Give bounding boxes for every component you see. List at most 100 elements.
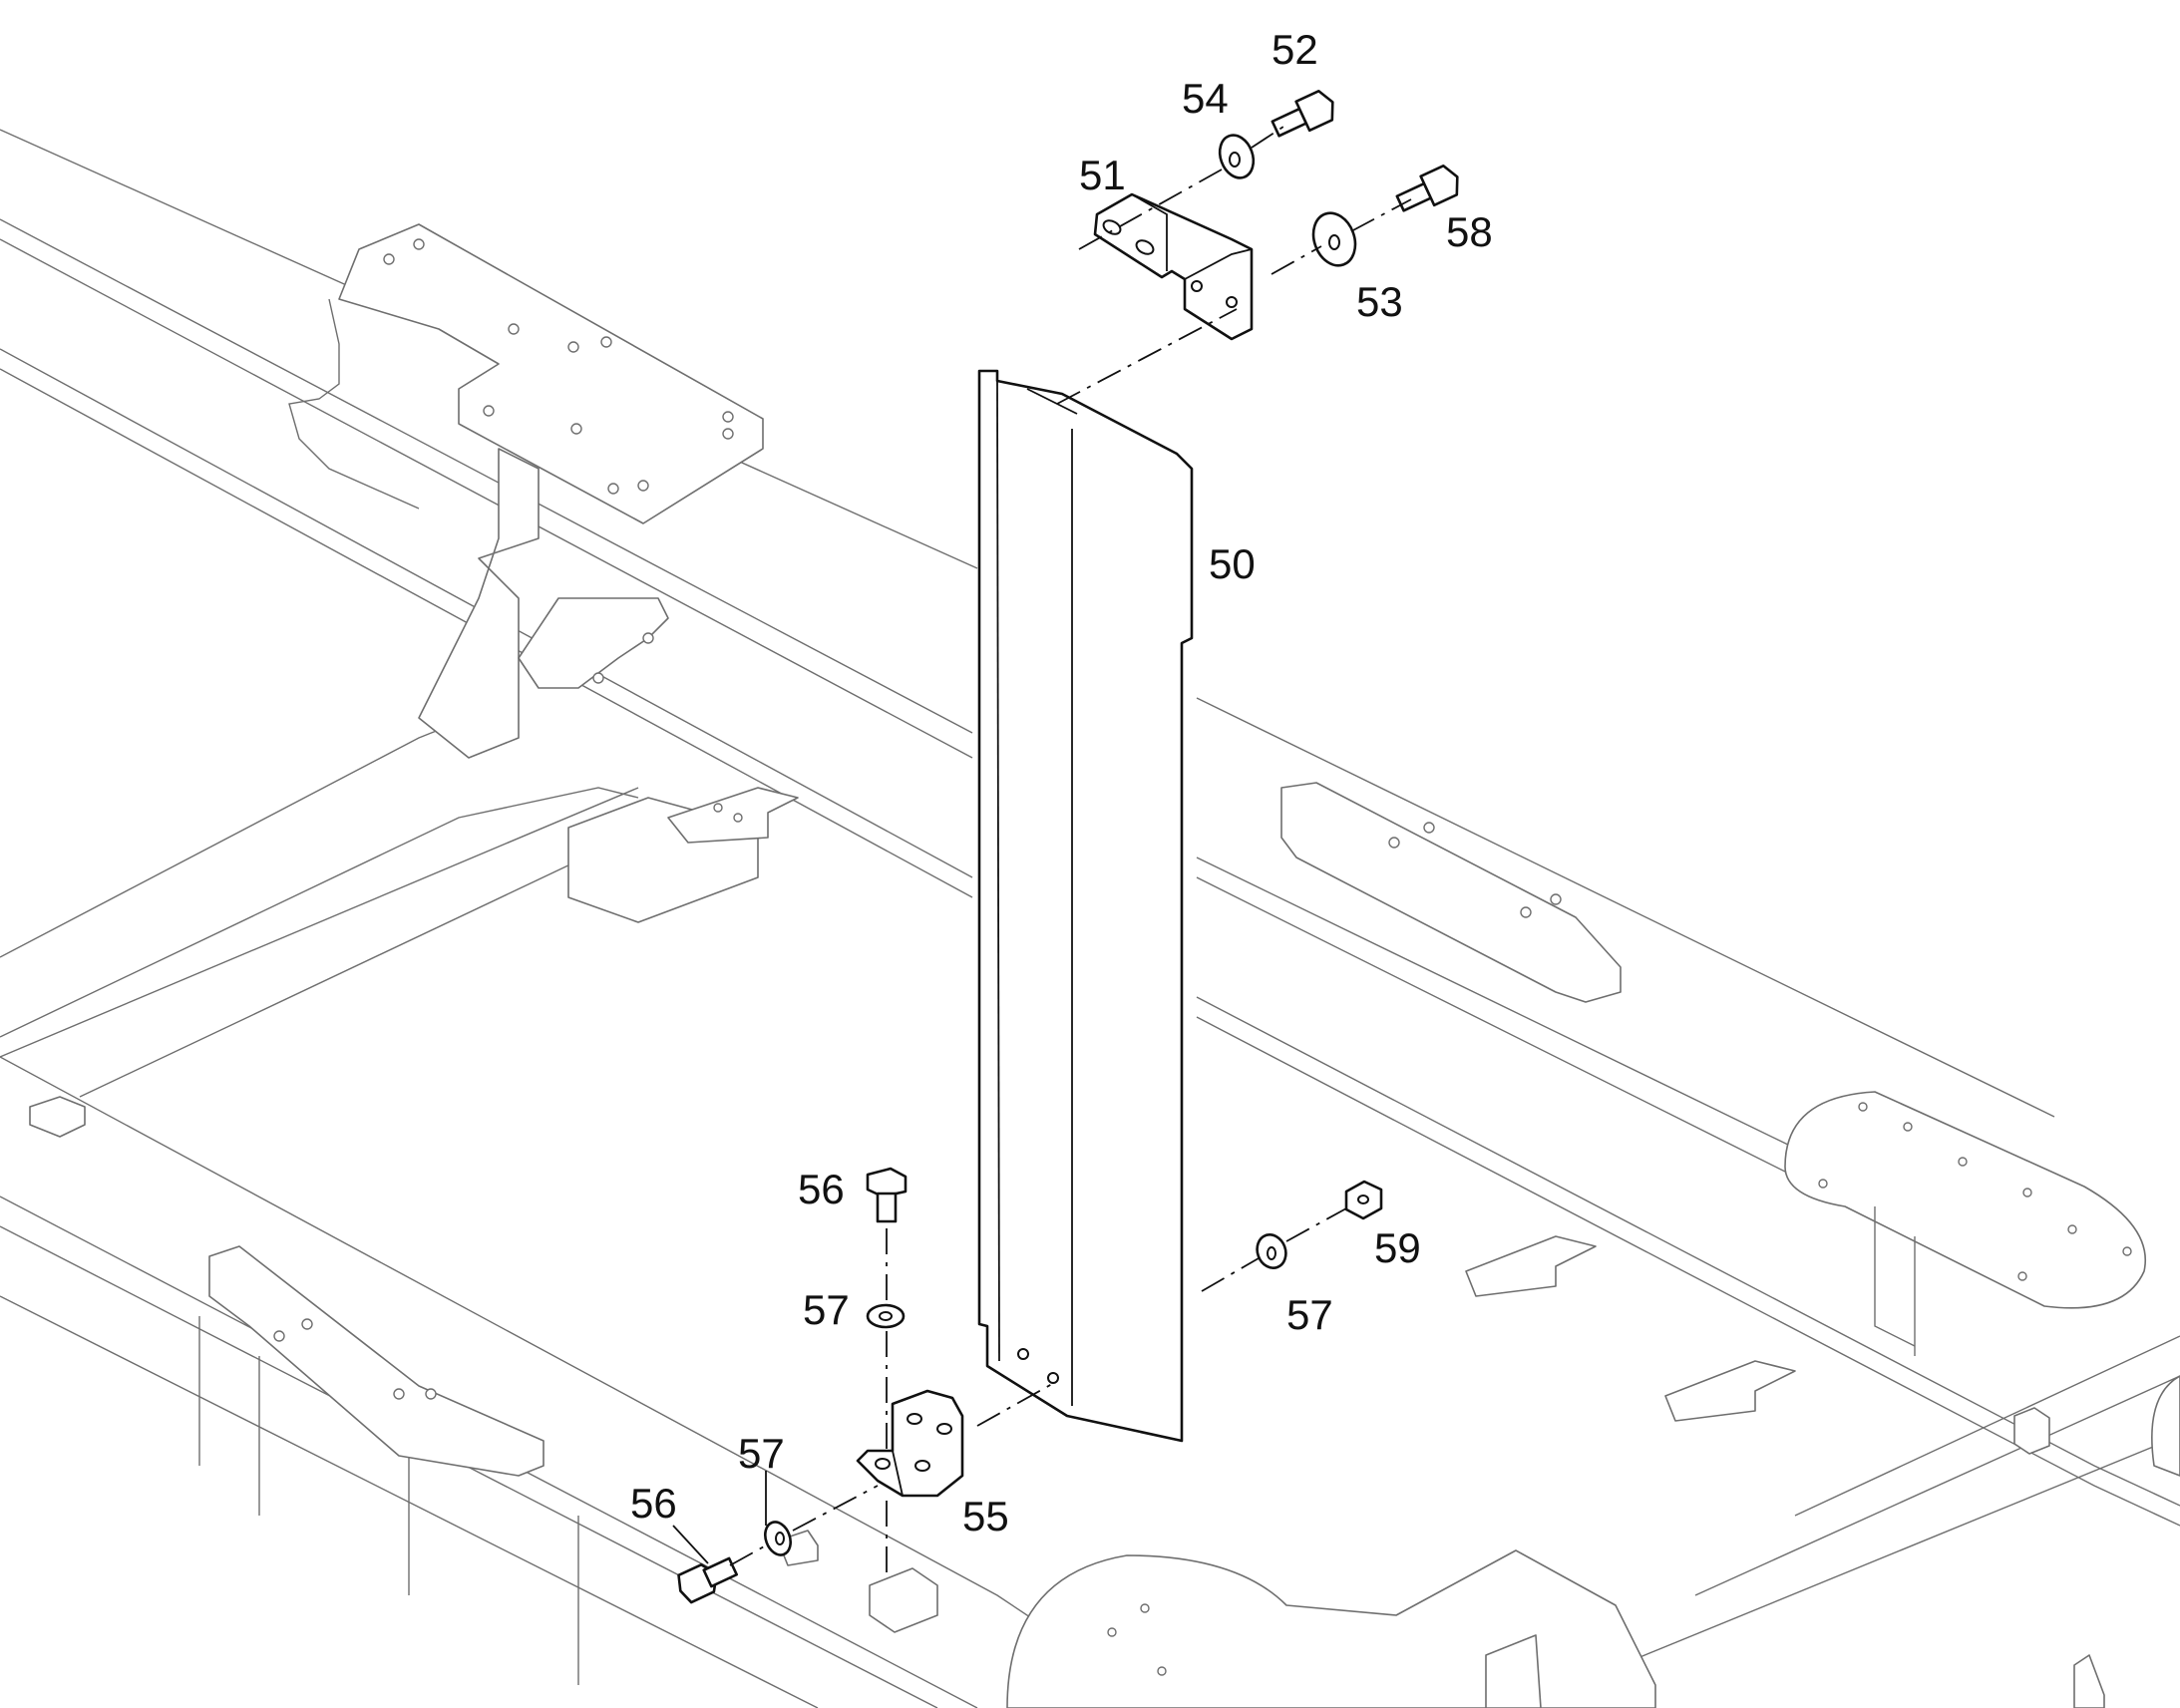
mount-plate-upper bbox=[338, 223, 764, 524]
hole bbox=[508, 323, 520, 335]
nut-59-hole bbox=[1357, 1195, 1369, 1204]
callouts: 50 51 52 53 54 55 56 56 57 57 57 58 59 bbox=[630, 26, 1493, 1539]
frame-cross-4 bbox=[79, 827, 649, 1098]
hole bbox=[1858, 1102, 1868, 1112]
panel-hole bbox=[1047, 1372, 1059, 1384]
hole bbox=[273, 1330, 285, 1342]
washer-57-bottom bbox=[764, 1521, 792, 1556]
chassis-frame bbox=[0, 129, 2180, 1708]
frame-bracket-right-2 bbox=[1664, 1360, 1796, 1422]
bolt-56-bottom-shank bbox=[702, 1556, 739, 1588]
centerline-57-55-bottom bbox=[792, 1485, 879, 1532]
hole bbox=[483, 405, 495, 417]
leader-56-bottom bbox=[672, 1525, 709, 1564]
frame-pad-small-left bbox=[29, 1096, 86, 1138]
centerline-57-59 bbox=[1285, 1207, 1347, 1242]
frame-block-bottom bbox=[869, 1567, 938, 1633]
leader-lines bbox=[672, 1471, 767, 1564]
frame-gusset bbox=[518, 597, 669, 689]
frame-post-upper bbox=[418, 448, 540, 759]
bracket-55-slot bbox=[907, 1413, 922, 1425]
bolt-52-head bbox=[1294, 89, 1334, 133]
washer-57-right bbox=[1256, 1233, 1287, 1269]
callout-50: 50 bbox=[1209, 540, 1256, 587]
frame-pad-small-right bbox=[2013, 1407, 2050, 1455]
hole bbox=[1958, 1157, 1968, 1167]
callout-56-bottom: 56 bbox=[630, 1480, 677, 1527]
shield-panel-body bbox=[977, 369, 1194, 1443]
callout-56-top: 56 bbox=[798, 1166, 845, 1212]
hole bbox=[722, 428, 734, 440]
frame-pad-post bbox=[1874, 1206, 1916, 1347]
callout-57-bottom: 57 bbox=[738, 1430, 785, 1477]
frame-rail-upper-2 bbox=[0, 218, 973, 734]
hole bbox=[607, 483, 619, 495]
centerline-56-57-bottom bbox=[729, 1544, 767, 1566]
frame-edge-right bbox=[2151, 1375, 2180, 1477]
shield-panel-tab bbox=[1026, 388, 1078, 415]
hole bbox=[1388, 837, 1400, 849]
hole bbox=[600, 336, 612, 348]
frame-rail-right-4 bbox=[1196, 996, 2180, 1507]
hole bbox=[713, 803, 723, 813]
frame-rail-right-1 bbox=[1196, 697, 2055, 1118]
bracket-55-slot bbox=[914, 1460, 930, 1472]
frame-rail-right-5 bbox=[1196, 1016, 2180, 1527]
bolt-56-top-head bbox=[866, 1167, 908, 1198]
frame-bracket-left bbox=[667, 787, 799, 844]
hole bbox=[722, 411, 734, 423]
shield-panel-50 bbox=[977, 369, 1194, 1443]
centerline-51-54 bbox=[1078, 169, 1223, 250]
frame-post-bottom-right bbox=[2073, 1654, 2105, 1708]
hole bbox=[637, 480, 649, 492]
callout-54: 54 bbox=[1182, 75, 1229, 122]
hole bbox=[2067, 1224, 2077, 1234]
nut-59 bbox=[1344, 1180, 1383, 1220]
hole bbox=[570, 423, 582, 435]
washer-57-top-inner bbox=[879, 1311, 893, 1321]
hole bbox=[393, 1388, 405, 1400]
bracket-51-hole bbox=[1191, 280, 1203, 292]
washer-54 bbox=[1218, 134, 1256, 179]
callout-59: 59 bbox=[1374, 1224, 1421, 1271]
frame-arm-right bbox=[1280, 782, 1622, 1003]
hole bbox=[1818, 1179, 1828, 1189]
bracket-55-bend bbox=[892, 1450, 904, 1497]
hole bbox=[301, 1318, 313, 1330]
hole bbox=[733, 813, 743, 823]
bracket-51-bend bbox=[1131, 193, 1168, 271]
centerline-50-57-right bbox=[1201, 1257, 1260, 1292]
bolt-56-top-shank bbox=[876, 1192, 898, 1223]
centerline-50-51 bbox=[1056, 308, 1238, 405]
frame-rail-lower-1 bbox=[0, 1056, 1058, 1636]
bracket-55-slot bbox=[936, 1423, 952, 1435]
hole bbox=[2017, 1271, 2027, 1281]
callout-57-right: 57 bbox=[1286, 1291, 1333, 1338]
bracket-51-bend-2 bbox=[1184, 248, 1253, 280]
washer-53-inner bbox=[1328, 234, 1340, 250]
bracket-51-hole bbox=[1226, 296, 1238, 308]
hole bbox=[1107, 1627, 1117, 1637]
hole bbox=[383, 253, 395, 265]
frame-oval-pad-right bbox=[1784, 1091, 2146, 1309]
hole bbox=[1423, 822, 1435, 834]
hole bbox=[592, 672, 604, 684]
washer-57-bottom-inner bbox=[775, 1532, 785, 1545]
hole bbox=[1520, 906, 1532, 918]
frame-oval-bottom bbox=[1006, 1549, 1656, 1708]
hole bbox=[425, 1388, 437, 1400]
hole bbox=[1550, 893, 1562, 905]
hole bbox=[1157, 1666, 1167, 1676]
hole bbox=[1140, 1603, 1150, 1613]
bolt-56-top bbox=[866, 1167, 908, 1223]
callout-51: 51 bbox=[1079, 152, 1126, 198]
hole bbox=[642, 632, 654, 644]
callout-57-top: 57 bbox=[803, 1286, 850, 1333]
mount-bracket-side bbox=[288, 298, 420, 510]
frame-bracket-right-1 bbox=[1465, 1235, 1597, 1297]
bracket-51-body bbox=[1093, 192, 1254, 341]
bolt-52 bbox=[1271, 89, 1334, 138]
shield-panel-edge-line bbox=[996, 380, 1000, 1362]
callout-58: 58 bbox=[1446, 208, 1493, 255]
